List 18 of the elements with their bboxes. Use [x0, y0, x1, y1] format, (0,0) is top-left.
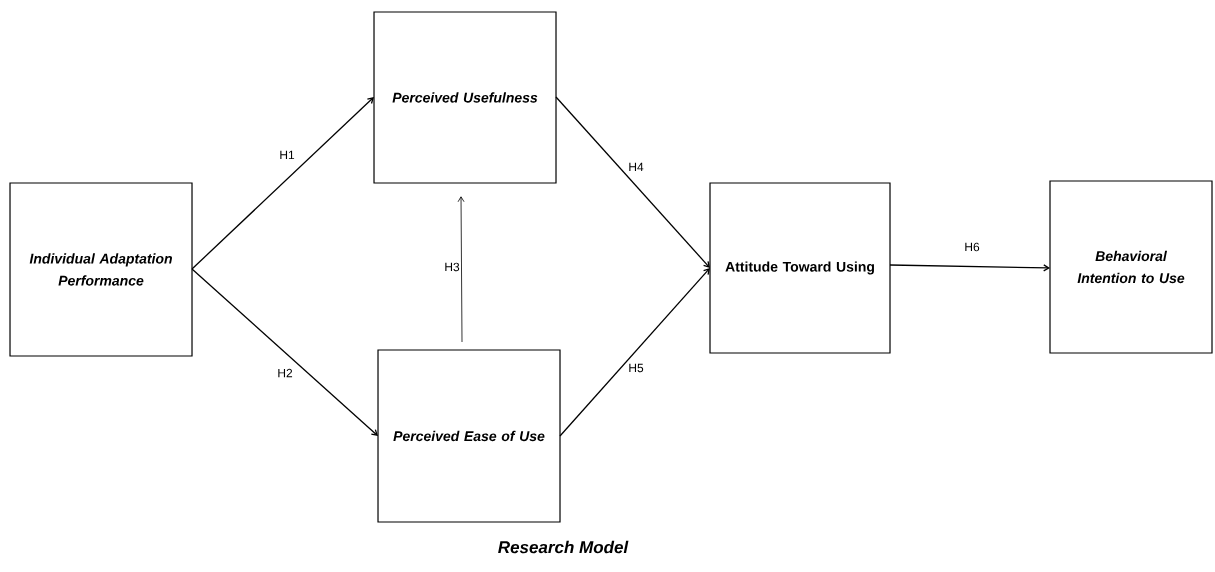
construct-box: Perceived Usefulness	[373, 11, 557, 184]
edge-label: H3	[443, 261, 461, 273]
edge-label: H6	[963, 241, 981, 253]
construct-box: Behavioral Intention to Use	[1049, 180, 1213, 354]
arrow	[889, 264, 1050, 272]
caption: Research Model	[498, 540, 629, 554]
edge-label: H5	[627, 362, 645, 374]
arrow	[559, 268, 710, 437]
edge-label: H1	[278, 149, 296, 161]
construct-box: Perceived Ease of Use	[377, 349, 561, 523]
arrow	[191, 97, 374, 270]
arrow	[191, 268, 378, 436]
arrow	[457, 196, 465, 343]
edge-label: H4	[627, 161, 645, 173]
edge-label: H2	[276, 367, 294, 379]
construct-box: Attitude Toward Using	[709, 182, 891, 354]
arrow	[555, 96, 710, 268]
construct-box: Individual Adaptation Performance	[9, 182, 193, 357]
